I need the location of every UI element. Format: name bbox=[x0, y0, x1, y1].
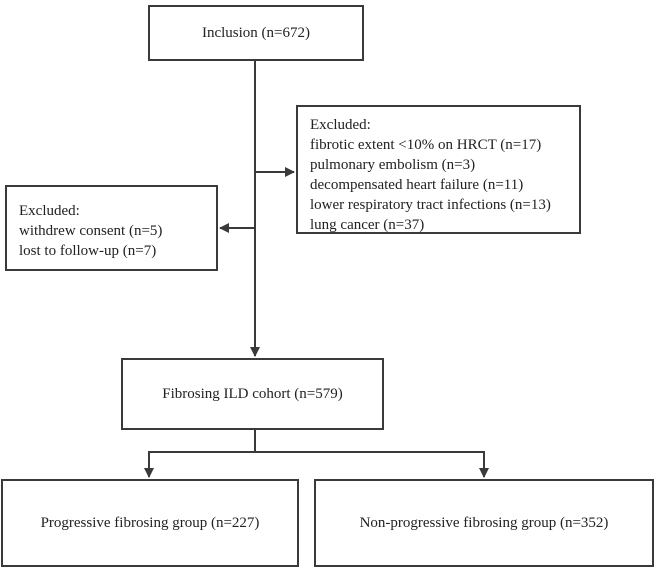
excluded-left-item: withdrew consent (n=5) bbox=[19, 223, 163, 239]
excluded-left-title: Excluded: bbox=[19, 203, 80, 219]
excluded-left-item: lost to follow-up (n=7) bbox=[19, 243, 157, 259]
cohort-label: Fibrosing ILD cohort (n=579) bbox=[162, 386, 343, 402]
excluded-right-item: pulmonary embolism (n=3) bbox=[310, 157, 476, 173]
excluded-right-item: lower respiratory tract infections (n=13… bbox=[310, 197, 551, 213]
excluded-right-item: fibrotic extent <10% on HRCT (n=17) bbox=[310, 137, 542, 153]
non-progressive-group-box: Non-progressive fibrosing group (n=352) bbox=[314, 479, 654, 567]
non-progressive-group-label: Non-progressive fibrosing group (n=352) bbox=[359, 515, 609, 531]
excluded-right-item: decompensated heart failure (n=11) bbox=[310, 177, 524, 193]
progressive-group-label: Progressive fibrosing group (n=227) bbox=[40, 515, 260, 531]
inclusion-label: Inclusion (n=672) bbox=[201, 25, 311, 41]
progressive-group-box: Progressive fibrosing group (n=227) bbox=[1, 479, 299, 567]
cohort-box: Fibrosing ILD cohort (n=579) bbox=[121, 358, 384, 430]
excluded-right-box: Excluded: fibrotic extent <10% on HRCT (… bbox=[296, 105, 581, 234]
excluded-right-title: Excluded: bbox=[310, 117, 371, 133]
excluded-left-box: Excluded: withdrew consent (n=5) lost to… bbox=[5, 185, 218, 271]
excluded-right-item: lung cancer (n=37) bbox=[310, 217, 425, 233]
inclusion-box: Inclusion (n=672) bbox=[148, 5, 364, 61]
